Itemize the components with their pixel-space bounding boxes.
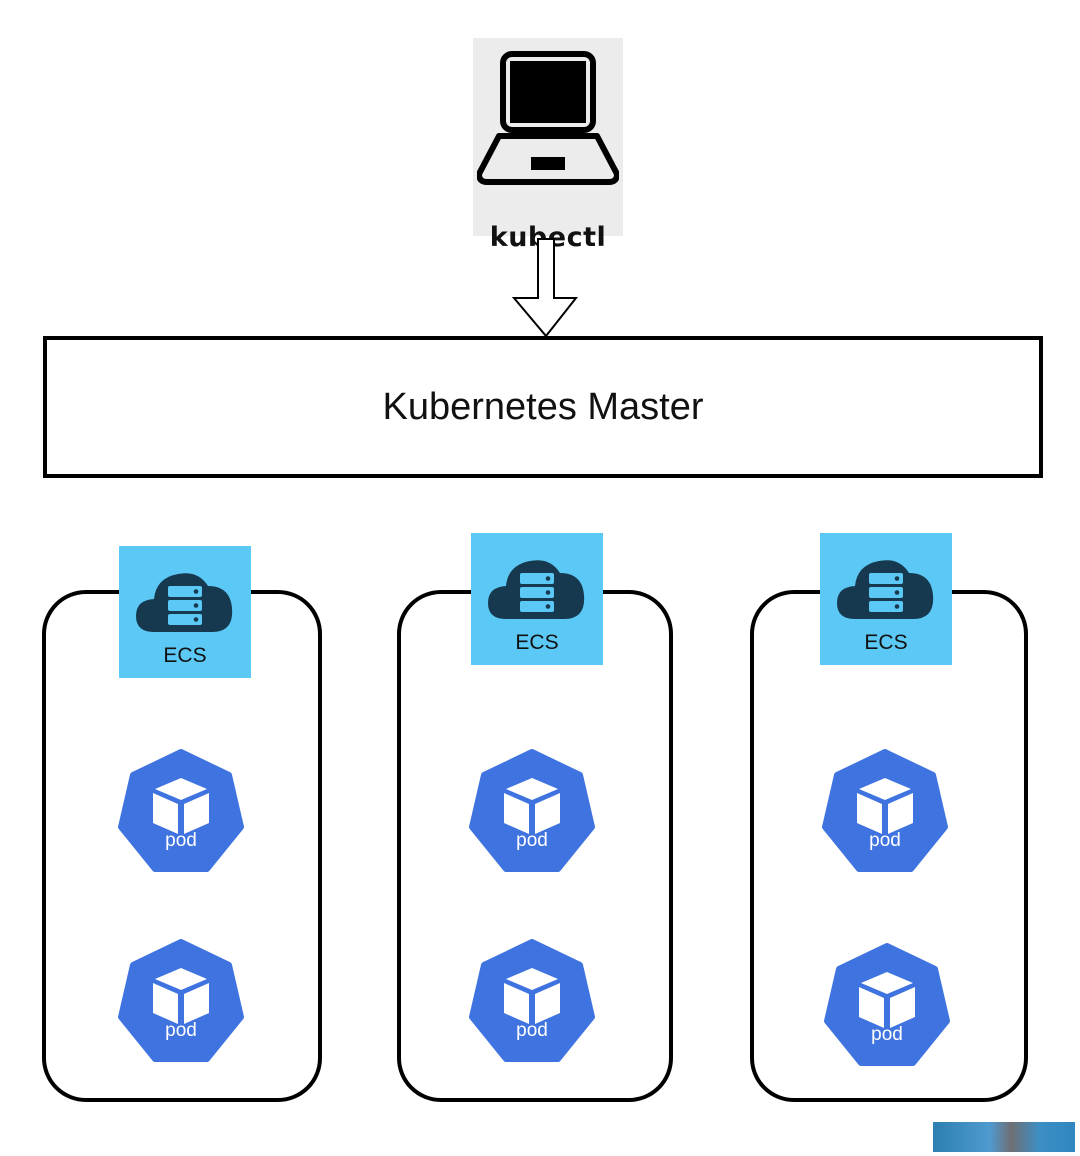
pod-label: pod — [516, 1020, 548, 1041]
pod-icon — [824, 943, 950, 1066]
pod-icon — [822, 749, 948, 872]
pod-3-2: pod — [823, 942, 951, 1070]
ecs-label: ECS — [864, 631, 908, 654]
pod-icon — [118, 749, 244, 872]
pod-label: pod — [516, 830, 548, 851]
pod-icon — [118, 939, 244, 1062]
cloud-server-icon — [837, 560, 934, 619]
cloud-server-icon — [488, 560, 585, 619]
kubectl-client: kubectl — [473, 38, 623, 253]
ecs-label: ECS — [163, 644, 207, 667]
pod-label: pod — [165, 830, 197, 851]
pod-1-2: pod — [117, 938, 245, 1066]
pod-1-1: pod — [117, 748, 245, 876]
ecs-badge-2: ECS — [471, 533, 603, 665]
pod-icon — [469, 939, 595, 1062]
pod-label: pod — [871, 1024, 903, 1045]
pod-label: pod — [165, 1020, 197, 1041]
watermark-logo — [933, 1122, 1075, 1152]
pod-2-2: pod — [468, 938, 596, 1066]
pod-3-1: pod — [821, 748, 949, 876]
ecs-badge-1: ECS — [119, 546, 251, 678]
ecs-label: ECS — [515, 631, 559, 654]
cloud-server-icon — [136, 573, 233, 632]
ecs-badge-3: ECS — [820, 533, 952, 665]
master-label: Kubernetes Master — [382, 385, 704, 428]
laptop-icon — [477, 51, 619, 185]
kubernetes-master-box: Kubernetes Master — [43, 336, 1043, 478]
pod-label: pod — [869, 830, 901, 851]
down-arrow — [511, 238, 579, 338]
pod-icon — [469, 749, 595, 872]
pod-2-1: pod — [468, 748, 596, 876]
